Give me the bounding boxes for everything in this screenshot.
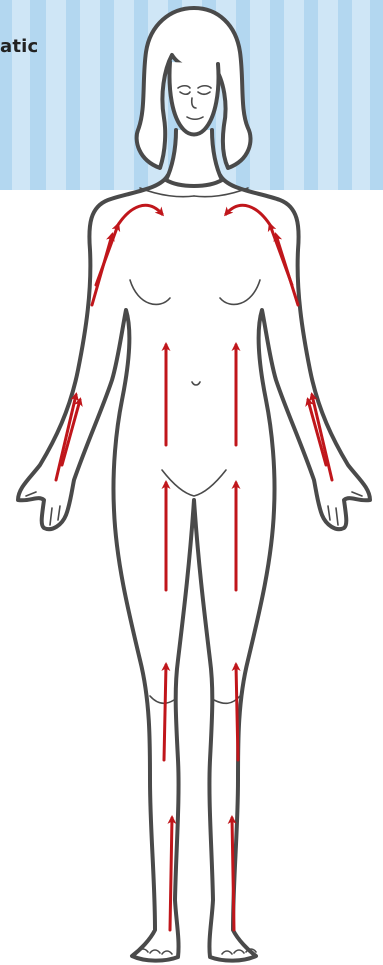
body-outline (18, 8, 370, 961)
arrow-shin-left (170, 818, 172, 930)
arrow-knee-right (236, 665, 238, 760)
arrow-knee-left (164, 665, 166, 760)
arrow-shin-right (232, 818, 234, 930)
